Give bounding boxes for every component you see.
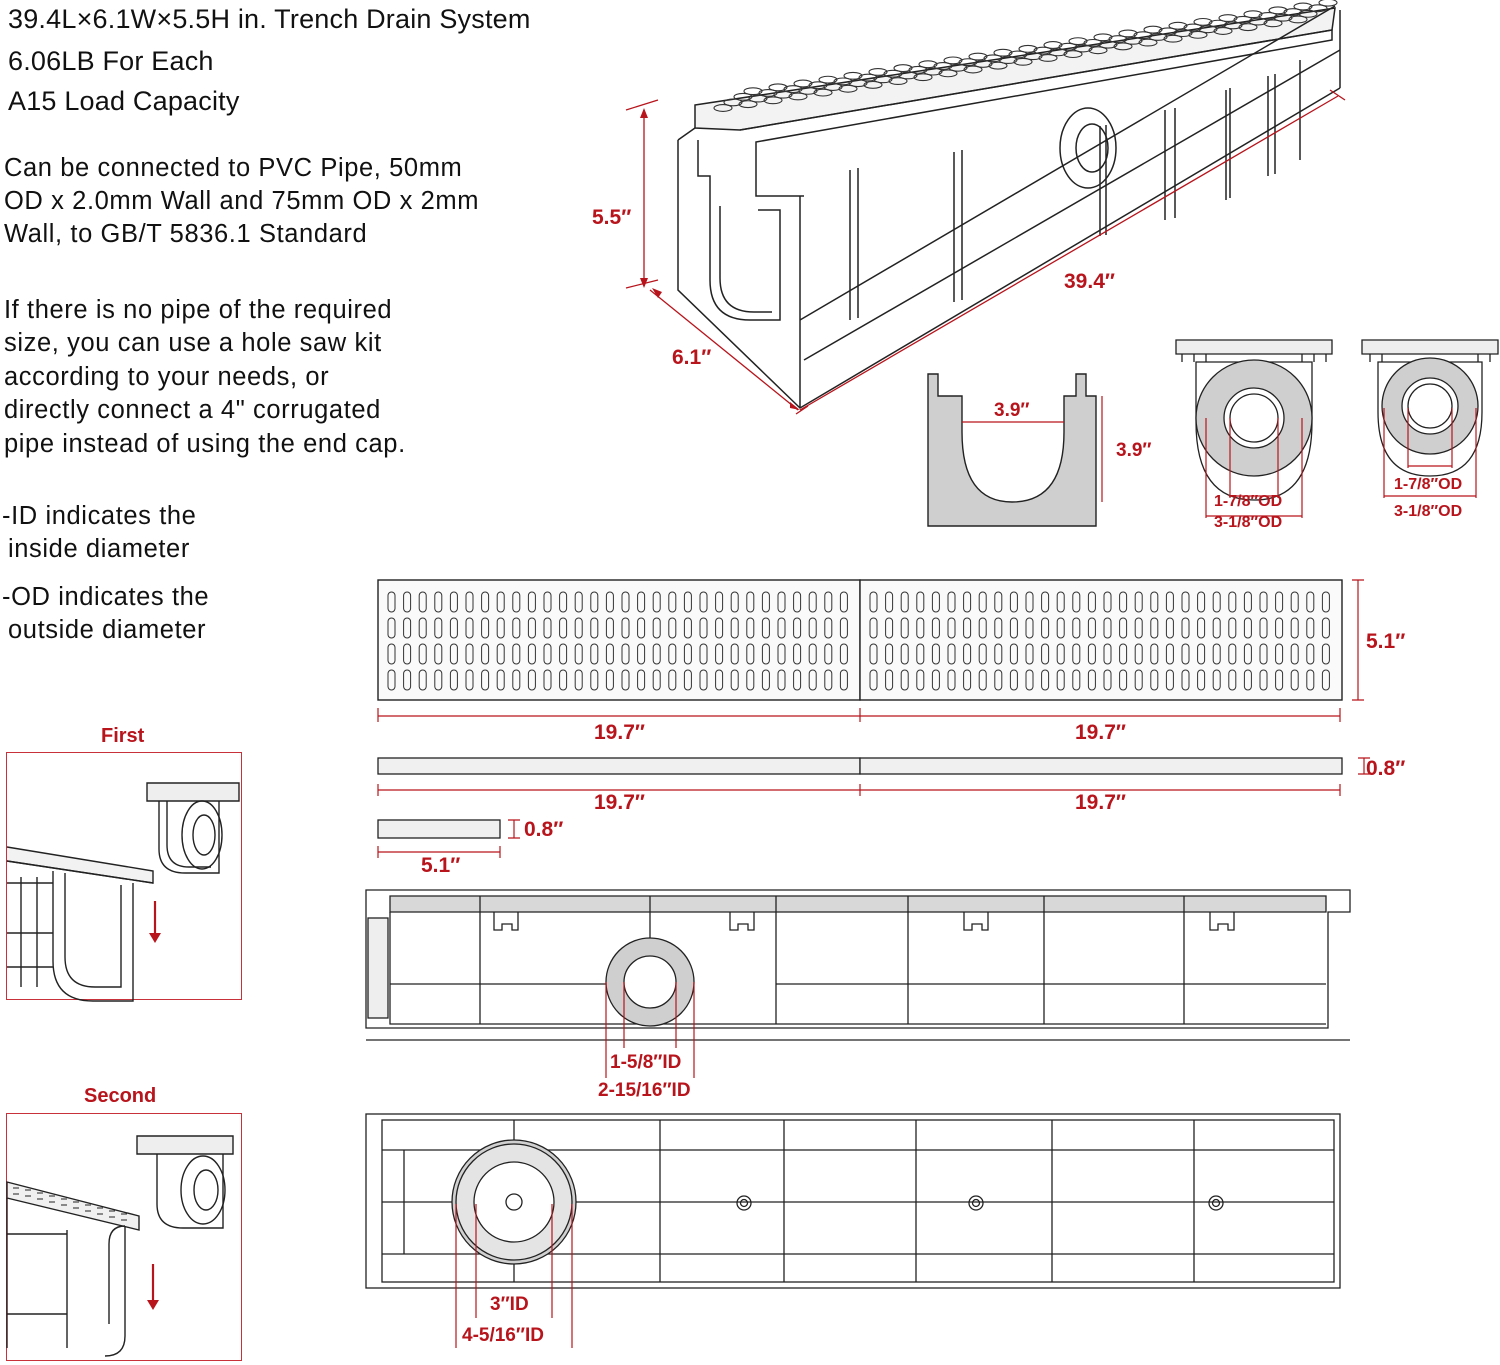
iso-length-dim: 39.4″: [1064, 270, 1115, 293]
channel-depth-dim: 3.9″: [1116, 440, 1152, 461]
para-line: Can be connected to PVC Pipe, 50mm: [4, 154, 463, 182]
side-thickness-dim: 0.8″: [1366, 757, 1406, 780]
para-line: size, you can use a hole saw kit: [4, 329, 382, 357]
para-line: pipe instead of using the end cap.: [4, 430, 406, 458]
channel-bottom-view: [365, 1113, 1341, 1348]
step-first-frame: [6, 752, 242, 1002]
title-line-3: A15 Load Capacity: [8, 86, 240, 116]
grate-left-length-dim: 19.7″: [594, 721, 645, 744]
grate-top-view: [377, 579, 1364, 722]
side-right-length-dim: 19.7″: [1075, 791, 1126, 814]
grate-end-view: [377, 819, 520, 858]
note-od-line-2: outside diameter: [8, 616, 207, 644]
cap2-inner-dim: 1-7/8″OD: [1394, 476, 1463, 493]
grate-width-dim: 5.1″: [1366, 630, 1406, 653]
grate-right-length-dim: 19.7″: [1075, 721, 1126, 744]
note-od-line-1: -OD indicates the: [2, 583, 210, 611]
channel-cross-section: 3.9″: [927, 373, 1103, 527]
step-first-label: First: [101, 725, 145, 747]
grate-side-view: [377, 757, 1370, 796]
step-second-label: Second: [84, 1085, 157, 1107]
title-line-1: 39.4L×6.1W×5.5H in. Trench Drain System: [8, 4, 531, 34]
iso-height-dim: 5.5″: [592, 206, 631, 229]
end-cap-large: [1175, 339, 1333, 518]
end-thickness-dim: 0.8″: [524, 818, 564, 841]
side-view-od-dim: 2-15/16″ID: [598, 1080, 691, 1101]
para-line: according to your needs, or: [4, 363, 330, 391]
para-line: If there is no pipe of the required: [4, 296, 393, 324]
para-line: OD x 2.0mm Wall and 75mm OD x 2mm: [4, 187, 480, 215]
channel-side-section: [365, 889, 1351, 1078]
end-width-dim: 5.1″: [421, 854, 461, 877]
step-second-illustration: [6, 1135, 234, 1357]
step-first-illustration: [6, 782, 240, 1002]
para-line: Wall, to GB/T 5836.1 Standard: [4, 220, 368, 248]
para-line: directly connect a 4" corrugated: [4, 396, 381, 424]
title-line-2: 6.06LB For Each: [8, 46, 214, 76]
note-id-line-1: -ID indicates the: [2, 502, 197, 530]
step-second-frame: [6, 1113, 242, 1361]
bottom-od-dim: 4-5/16″ID: [462, 1325, 544, 1346]
bottom-id-dim: 3″ID: [490, 1294, 529, 1315]
cap1-inner-dim: 1-7/8″OD: [1214, 493, 1283, 510]
note-id-line-2: inside diameter: [8, 535, 190, 563]
end-cap-small: [1361, 339, 1499, 498]
channel-width-dim: 3.9″: [994, 400, 1030, 421]
cap2-outer-dim: 3-1/8″OD: [1394, 503, 1463, 520]
iso-width-dim: 6.1″: [672, 346, 711, 369]
side-view-id-dim: 1-5/8″ID: [610, 1052, 682, 1073]
cap1-outer-dim: 3-1/8″OD: [1214, 514, 1283, 531]
isometric-drain-view: 5.5″ 6.1″ 39.4″: [592, 0, 1346, 415]
side-left-length-dim: 19.7″: [594, 791, 645, 814]
